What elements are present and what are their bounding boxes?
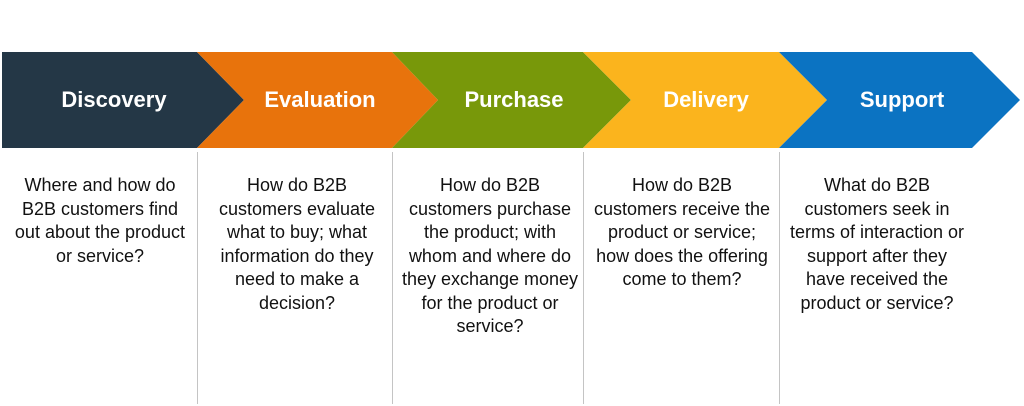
stage-title-discovery: Discovery <box>61 87 167 112</box>
column-divider <box>583 152 584 404</box>
chevron-evaluation <box>197 52 438 148</box>
stage-description-support: What do B2B customers seek in terms of i… <box>789 175 965 313</box>
chevron-support <box>779 52 1020 148</box>
stage-title-delivery: Delivery <box>663 87 749 112</box>
chevron-delivery <box>583 52 827 148</box>
stage-description-purchase: How do B2B customers purchase the produc… <box>401 175 579 336</box>
stage-description-delivery: How do B2B customers receive the product… <box>593 175 771 289</box>
stage-description-discovery: Where and how do B2B customers find out … <box>14 175 186 266</box>
chevron-purchase <box>392 52 631 148</box>
stage-title-evaluation: Evaluation <box>264 87 376 112</box>
column-divider <box>779 152 780 404</box>
stage-title-support: Support <box>859 87 945 112</box>
stage-description-evaluation: How do B2B customers evaluate what to bu… <box>218 175 376 313</box>
column-divider <box>392 152 393 404</box>
chevron-discovery <box>2 52 244 148</box>
column-divider <box>197 152 198 404</box>
stage-title-purchase: Purchase <box>464 87 564 112</box>
